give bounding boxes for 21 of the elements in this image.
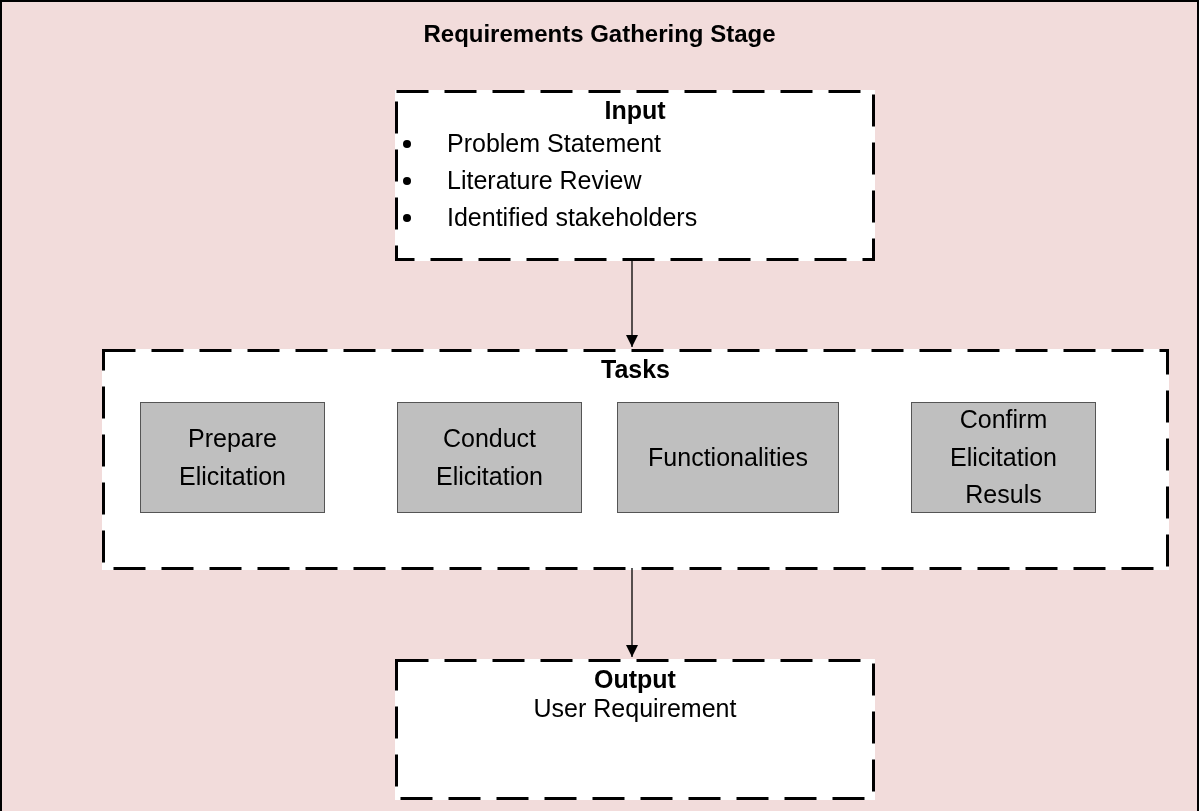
task-label: Conduct Elicitation — [435, 423, 544, 492]
task-box — [397, 402, 582, 513]
box-text: User Requirement — [532, 694, 738, 723]
task-label: Confirm Elicitation Resuls — [949, 404, 1058, 511]
box-heading: Input — [603, 96, 667, 125]
box-heading: Tasks — [600, 355, 671, 384]
dashed-box — [395, 90, 875, 261]
arrow — [626, 567, 638, 658]
task-label: Prepare Elicitation — [178, 423, 287, 492]
bullet-item: Literature Review — [395, 162, 875, 199]
task-box — [617, 402, 839, 513]
tasks-container — [102, 349, 1169, 570]
task-box — [140, 402, 325, 513]
bullet-item: Problem Statement — [395, 125, 875, 162]
bullet-item: Identified stakeholders — [395, 199, 875, 236]
arrow — [626, 258, 638, 348]
task-label: Functionalities — [648, 441, 808, 473]
stage-title: Requirements Gathering Stage — [422, 20, 777, 48]
task-box — [911, 402, 1096, 513]
dashed-box — [395, 659, 875, 800]
box-heading: Output — [593, 665, 677, 694]
